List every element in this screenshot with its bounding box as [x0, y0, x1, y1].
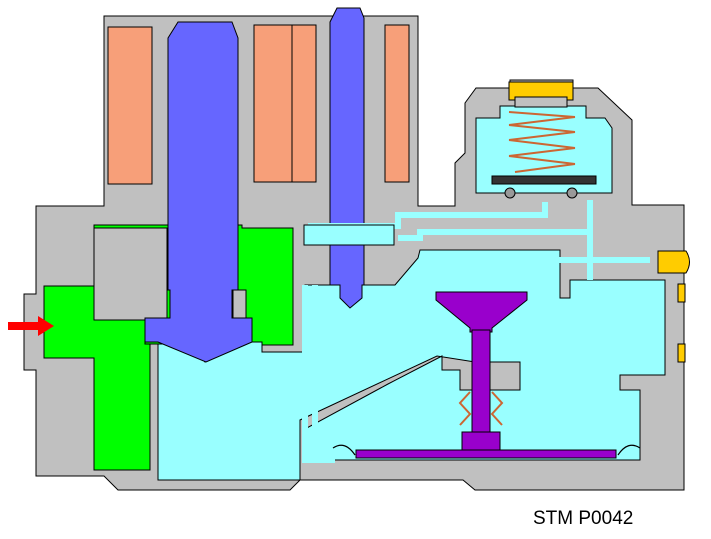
diaphragm-stem [471, 329, 491, 435]
outlet-chamber [157, 249, 666, 481]
pilot-return-channel [302, 285, 335, 463]
solenoid-coil-right [384, 24, 410, 183]
pilot-cap-chamber [475, 105, 613, 194]
diaphragm-edge-right [617, 444, 641, 456]
solenoid-coil-center-a [253, 24, 293, 183]
stem-spring-right [490, 391, 504, 426]
check-ball-left [504, 187, 516, 199]
outlet-marker-bottom [677, 343, 686, 363]
check-ball-right [566, 187, 578, 199]
solenoid-coil-center-b [291, 24, 317, 183]
pilot-plunger [329, 7, 365, 309]
diaphragm-plate [355, 449, 617, 459]
main-plunger [144, 21, 253, 363]
spring-cap-body [514, 96, 568, 108]
inlet-flow-arrow [8, 316, 54, 336]
figure-caption: STM P0042 [533, 508, 634, 529]
spring-seat-plate [491, 175, 597, 185]
stem-spring [458, 391, 472, 426]
pilot-orifice-block [303, 224, 395, 246]
diaphragm-base [461, 431, 501, 453]
bleed-plug [657, 250, 690, 274]
outlet-marker-top [677, 283, 686, 303]
diaphragm-edge-left [332, 444, 356, 456]
main-diaphragm-valve-head [435, 291, 528, 333]
solenoid-coil-left [107, 26, 153, 185]
pilot-spring [508, 111, 576, 173]
